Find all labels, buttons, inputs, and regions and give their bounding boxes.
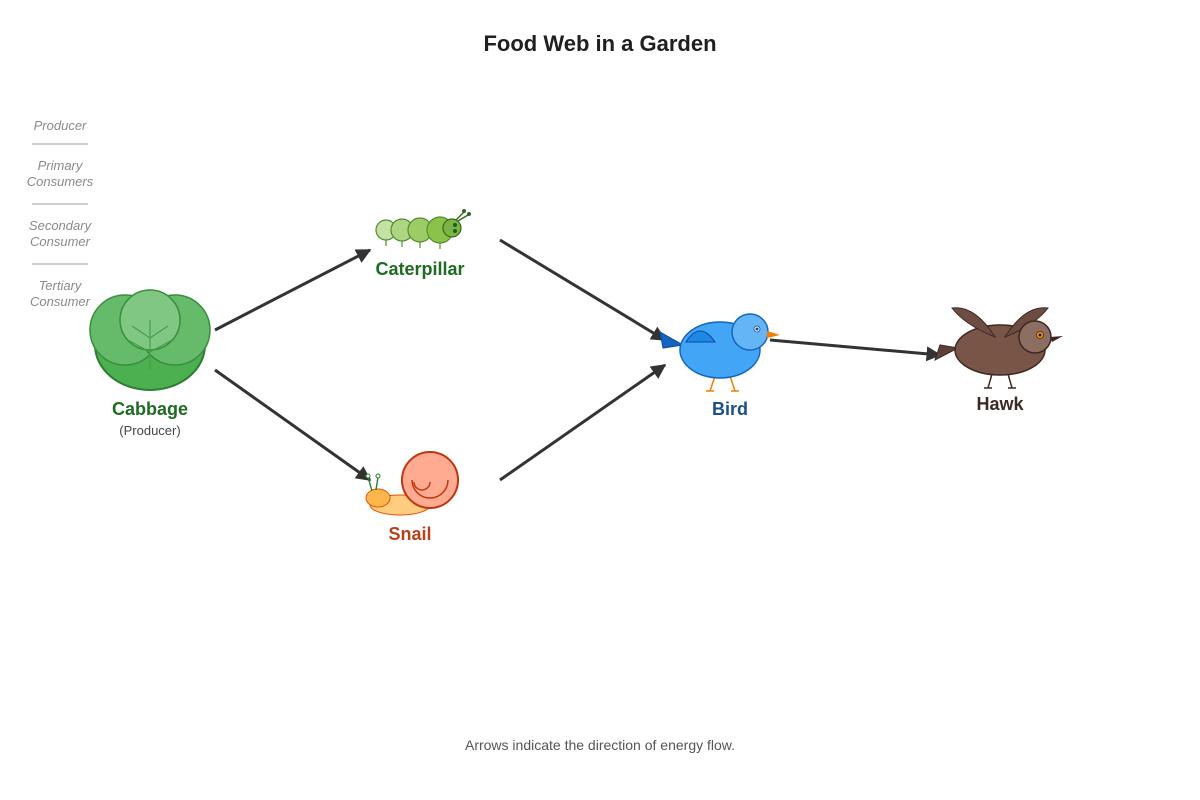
hawk-node: Hawk (934, 307, 1063, 414)
bird-node: Bird (659, 313, 780, 419)
level-secondary-label-line1: Secondary (29, 218, 93, 233)
arrow-cabbage-to-caterpillar (214, 248, 372, 332)
cabbage-node: Cabbage (Producer) (89, 289, 211, 438)
trophic-level-legend: Producer Primary Consumers Secondary Con… (27, 118, 94, 309)
level-tertiary-label-line1: Tertiary (39, 278, 83, 293)
bird-label: Bird (712, 399, 748, 419)
snail-node: Snail (365, 451, 459, 544)
snail-label: Snail (388, 524, 431, 544)
level-tertiary-label-line2: Consumer (30, 294, 91, 309)
diagram-title: Food Web in a Garden (483, 31, 716, 56)
energy-flow-footnote: Arrows indicate the direction of energy … (465, 737, 735, 753)
level-producer-label: Producer (34, 118, 87, 133)
cabbage-icon (89, 289, 211, 391)
snail-icon (365, 451, 459, 516)
caterpillar-icon (375, 209, 471, 249)
cabbage-label: Cabbage (112, 399, 188, 419)
cabbage-role-label: (Producer) (119, 423, 180, 438)
hawk-label: Hawk (976, 394, 1024, 414)
level-primary-label-line1: Primary (38, 158, 84, 173)
arrow-bird-to-hawk (769, 338, 942, 362)
arrow-cabbage-to-snail (214, 368, 372, 482)
bird-icon (659, 313, 780, 392)
caterpillar-label: Caterpillar (375, 259, 464, 279)
hawk-icon (934, 307, 1063, 389)
level-primary-label-line2: Consumers (27, 174, 94, 189)
level-secondary-label-line2: Consumer (30, 234, 91, 249)
caterpillar-node: Caterpillar (375, 209, 471, 279)
arrow-caterpillar-to-bird (499, 238, 667, 342)
arrow-snail-to-bird (499, 363, 667, 482)
